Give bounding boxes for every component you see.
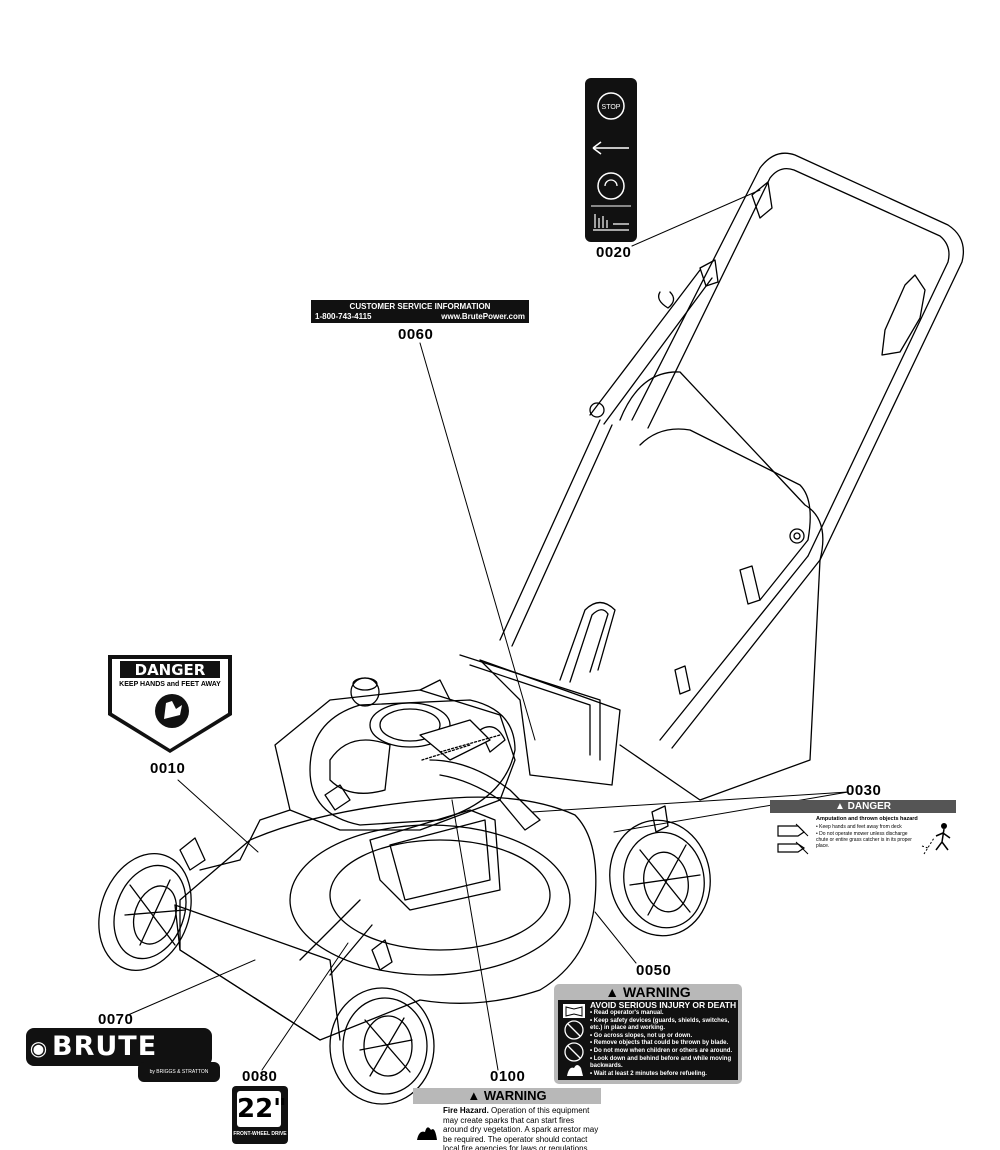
warning-subtitle-0050: AVOID SERIOUS INJURY OR DEATH [590,1000,737,1010]
mower-handle [499,152,965,749]
warning-avoid-injury-decal: ▲ WARNING AVOID SERIOUS INJURY OR DEATH … [554,984,742,1084]
bear-icon: ◉ [29,1036,49,1060]
warning-title-0050: ▲ WARNING [605,984,691,1000]
warning-line: • Look down and behind before and while … [590,1055,732,1062]
warning-line: • Read operator's manual. [590,1010,664,1016]
hand-hazard-icon [777,823,809,855]
stop-decal-icons: STOP [591,92,631,231]
fire-icon [417,1127,437,1140]
leader-lines [127,189,849,1071]
part-number-0050: 0050 [636,962,672,979]
warning-title-0100: ▲ WARNING [413,1088,601,1104]
stop-text: STOP [602,104,621,111]
part-number-0010: 0010 [150,760,186,777]
warning-body-0050: AVOID SERIOUS INJURY OR DEATH • Read ope… [558,1000,738,1080]
deck-size-caption: FRONT-WHEEL DRIVE [233,1131,287,1137]
warning-fire-hazard-decal: ▲ WARNING Fire Hazard. Operation of this… [413,1088,601,1150]
customer-service-url: www.BrutePower.com [441,312,525,321]
part-number-0060: 0060 [398,326,434,343]
grass-catcher [459,371,824,801]
deck-size: 22" [237,1091,287,1127]
warning-line: • Remove objects that could be thrown by… [590,1040,729,1047]
mower-engine [274,677,516,911]
danger-title-0010: DANGER [134,661,206,679]
customer-service-decal: CUSTOMER SERVICE INFORMATION 1-800-743-4… [311,300,529,323]
warning-line: backwards. [590,1063,623,1070]
brute-logo-decal: ◉BRUTE by BRIGGS & STRATTON [26,1028,220,1082]
danger-line3-0030: • Do not operate mower unless discharge … [816,831,912,849]
warning-line: • Wait at least 2 minutes before refueli… [590,1070,707,1077]
danger-line1-0030: Amputation and thrown objects hazard [816,816,918,822]
mower-wheels [98,805,711,1105]
warning-lines-0050: • Read operator's manual. • Keep safety … [590,1010,736,1078]
warning-line: • Do not mow when children or others are… [590,1047,733,1054]
fire-hazard-text: Fire Hazard. Operation of this equipment… [443,1106,599,1150]
part-number-0100: 0100 [490,1068,526,1085]
customer-service-phone: 1-800-743-4115 [315,312,372,321]
danger-keep-hands-decal: DANGER KEEP HANDS and FEET AWAY [106,653,234,755]
danger-amputation-decal: ▲ DANGER Amputation and thrown objects h… [770,800,956,860]
part-number-0070: 0070 [98,1011,134,1028]
warning-icons-column [563,1004,585,1076]
danger-title-0030: ▲ DANGER [770,800,956,813]
part-number-0030: 0030 [846,782,882,799]
danger-line2-0030: • Keep hands and feet away from deck [816,824,902,830]
part-number-0080: 0080 [242,1068,278,1085]
stop-control-decal: STOP [585,78,637,242]
brute-brand: ◉BRUTE [26,1028,212,1066]
mower-deck [174,759,597,1041]
warning-line: • Keep safety devices (guards, shields, … [590,1017,730,1024]
part-number-0020: 0020 [596,244,632,261]
danger-shield-shape [108,655,232,753]
brute-by-text: by BRIGGS & STRATTON [138,1062,220,1082]
warning-line: • Go across slopes, not up or down. [590,1032,693,1039]
warning-line: etc.) in place and working. [590,1025,666,1032]
customer-service-title: CUSTOMER SERVICE INFORMATION [349,302,491,311]
thrown-objects-icon [921,823,951,855]
deck-size-decal: 22" FRONT-WHEEL DRIVE [232,1086,288,1144]
danger-text-0010: KEEP HANDS and FEET AWAY [119,681,221,688]
